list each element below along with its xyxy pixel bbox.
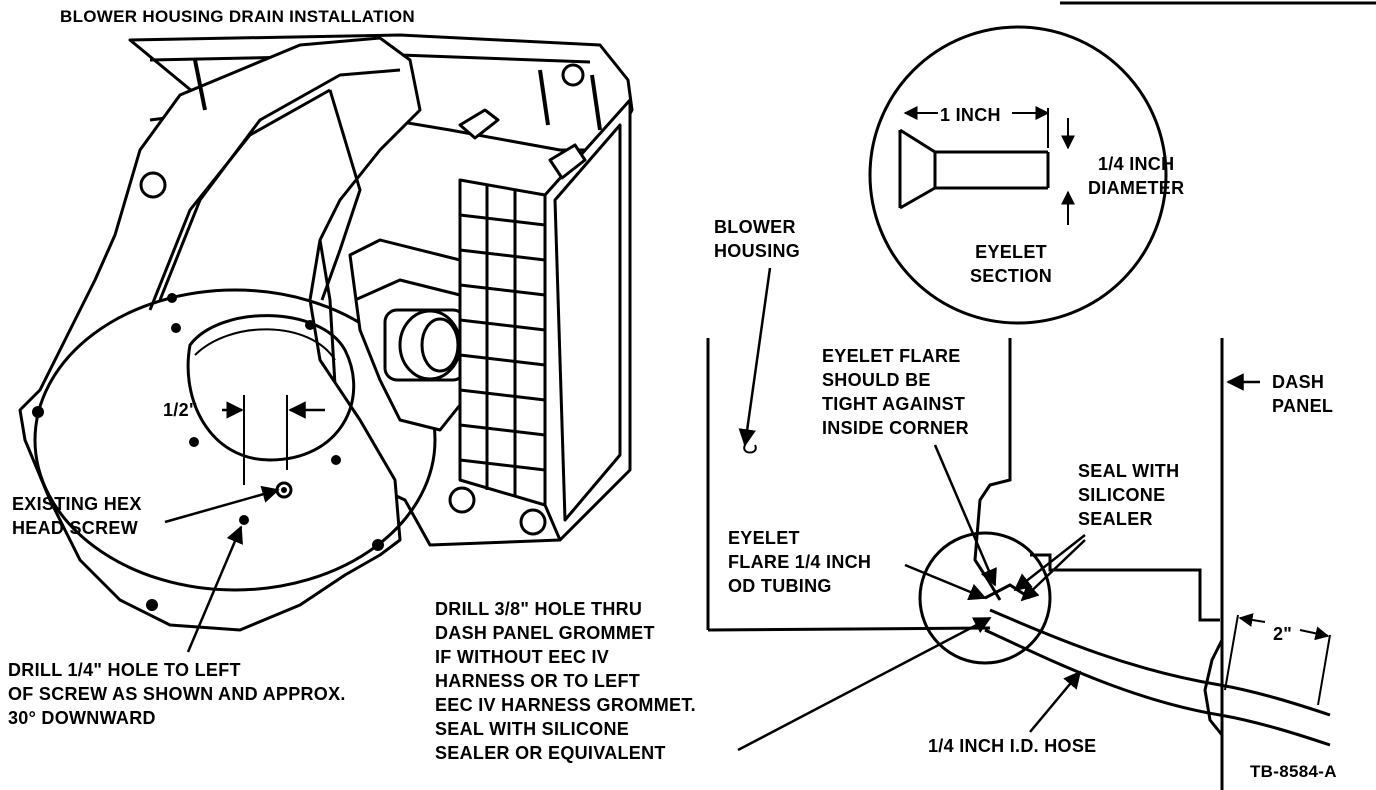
- scroll-housing: [18, 36, 422, 632]
- blower-housing-wall: [973, 338, 1012, 601]
- one-inch-label: 1 INCH: [940, 105, 1001, 125]
- drill-quarter-label: DRILL 1/4" HOLE TO LEFT OF SCREW AS SHOW…: [8, 660, 346, 728]
- blower-scroll-ring: [33, 288, 437, 592]
- case-side: [543, 98, 632, 542]
- diagram-title: BLOWER HOUSING DRAIN INSTALLATION: [60, 7, 415, 26]
- blower-housing-label: BLOWER HOUSING: [714, 217, 801, 261]
- two-inch-label: 2": [1273, 624, 1293, 644]
- dash-panel-label: DASH PANEL: [1272, 372, 1334, 416]
- figure-id: TB-8584-A: [1250, 762, 1337, 781]
- seal-silicone-label: SEAL WITH SILICONE SEALER: [1078, 461, 1180, 529]
- eyelet-flare-tight-label: EYELET FLARE SHOULD BE TIGHT AGAINST INS…: [822, 346, 969, 438]
- left-leaders: [164, 401, 325, 653]
- eyelet-profile: [898, 128, 1050, 210]
- hex-screw-label: EXISTING HEX HEAD SCREW: [12, 494, 142, 538]
- drill-hole: [239, 515, 249, 525]
- screw-holes: [32, 179, 384, 611]
- eyelet-section-detail: [868, 25, 1168, 325]
- half-inch-label: 1/2": [163, 400, 198, 420]
- drill-three-eighths-label: DRILL 3/8" HOLE THRU DASH PANEL GROMMET …: [435, 599, 696, 763]
- eyelet-section-label: EYELET SECTION: [970, 242, 1053, 286]
- hose-label: 1/4 INCH I.D. HOSE: [928, 736, 1097, 756]
- blower-housing-illustration: [18, 33, 634, 632]
- mounting-studs: [139, 63, 587, 536]
- heater-core: [458, 178, 547, 507]
- inlet-opening: [186, 314, 356, 462]
- drain-hose: [989, 608, 1331, 717]
- eyelet-flare-od-label: EYELET FLARE 1/4 INCH OD TUBING: [728, 528, 872, 596]
- quarter-diameter-label: 1/4 INCH DIAMETER: [1088, 154, 1185, 198]
- right-leaders: [737, 267, 1260, 752]
